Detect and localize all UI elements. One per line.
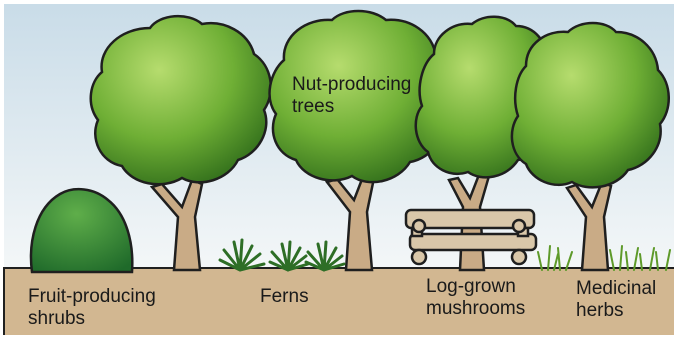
log-end-2 — [513, 220, 525, 232]
tree-canopy-1 — [91, 16, 271, 184]
label-log-grown-mushrooms: Log-grown mushrooms — [426, 276, 525, 320]
label-ferns: Ferns — [260, 286, 309, 308]
log-end-3 — [412, 250, 426, 264]
log-end-4 — [512, 250, 526, 264]
label-fruit-producing-shrubs: Fruit-producing shrubs — [28, 286, 156, 330]
tree-canopy-4 — [512, 23, 669, 187]
label-nut-producing-trees: Nut-producing trees — [292, 74, 411, 118]
label-medicinal-herbs: Medicinal herbs — [576, 278, 656, 322]
log-end-1 — [413, 220, 425, 232]
